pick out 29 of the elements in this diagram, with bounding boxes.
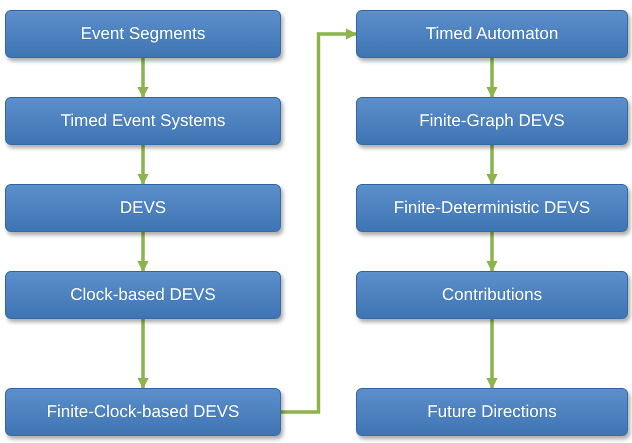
box-label: Finite-Graph DEVS [419, 111, 565, 131]
arrow [137, 58, 149, 98]
arrow [137, 145, 149, 186]
process-box [5, 184, 281, 232]
box-label: Timed Automaton [426, 24, 558, 44]
box-label: Timed Event Systems [60, 111, 226, 131]
process-box [356, 10, 628, 58]
arrow [486, 145, 498, 186]
box-label: Finite-Clock-based DEVS [46, 402, 240, 422]
process-box [5, 271, 281, 319]
box-label: Future Directions [427, 402, 557, 422]
process-box [5, 10, 281, 58]
process-box [356, 271, 628, 319]
box-label: DEVS [120, 198, 166, 218]
process-box [356, 97, 628, 145]
process-box [5, 388, 281, 436]
box-label: Finite-Deterministic DEVS [394, 198, 590, 218]
arrow [486, 319, 498, 390]
box-label: Contributions [442, 285, 542, 305]
box-label: Event Segments [80, 24, 206, 44]
process-box [5, 97, 281, 145]
process-box [356, 184, 628, 232]
arrow [137, 232, 149, 272]
process-box [356, 388, 628, 436]
arrow [281, 28, 358, 414]
arrow [486, 58, 498, 98]
arrow [137, 319, 149, 390]
arrow [486, 232, 498, 272]
box-label: Clock-based DEVS [70, 285, 216, 305]
